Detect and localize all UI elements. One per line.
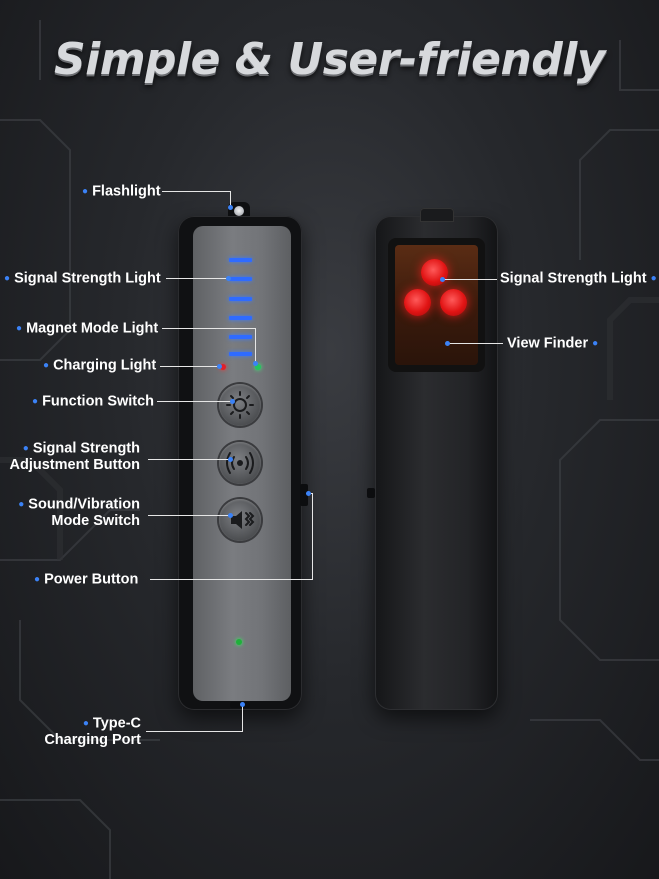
- speaker-vibration-icon: [231, 511, 255, 529]
- label-view-finder: View Finder ●: [507, 335, 599, 352]
- label-signal-strength-light-right: Signal Strength Light ●: [500, 270, 657, 287]
- red-led-right: [440, 289, 467, 316]
- power-led: [236, 639, 242, 645]
- label-magnet-mode-light: ● Magnet Mode Light: [16, 320, 159, 337]
- signal-bar-6: [229, 352, 252, 356]
- power-button[interactable]: [300, 484, 308, 506]
- signal-bar-1: [229, 258, 252, 262]
- label-power-button: ● Power Button: [34, 571, 139, 588]
- headline: Simple & User-friendly: [53, 34, 606, 85]
- red-led-top: [421, 259, 448, 286]
- flashlight-lens: [228, 202, 250, 220]
- detector-back: [367, 208, 498, 710]
- signal-adjust-button[interactable]: [219, 442, 261, 484]
- signal-bar-3: [229, 297, 252, 301]
- sound-vibration-switch-button[interactable]: [219, 499, 261, 541]
- sun-icon: [226, 391, 254, 419]
- label-function-switch: ● Function Switch: [32, 393, 155, 410]
- back-clip: [420, 208, 454, 222]
- signal-bar-5: [229, 335, 252, 339]
- magnet-mode-led: [255, 364, 261, 370]
- charging-led: [220, 364, 226, 370]
- signal-bar-2: [229, 277, 252, 281]
- function-switch-button[interactable]: [219, 384, 261, 426]
- label-flashlight: ● Flashlight: [82, 183, 161, 200]
- signal-bar-4: [229, 316, 252, 320]
- side-knob: [367, 488, 375, 498]
- signal-waves-icon: [226, 452, 254, 474]
- label-signal-strength-light: ● Signal Strength Light: [4, 270, 161, 287]
- red-led-left: [404, 289, 431, 316]
- label-charging-light: ● Charging Light: [43, 357, 157, 374]
